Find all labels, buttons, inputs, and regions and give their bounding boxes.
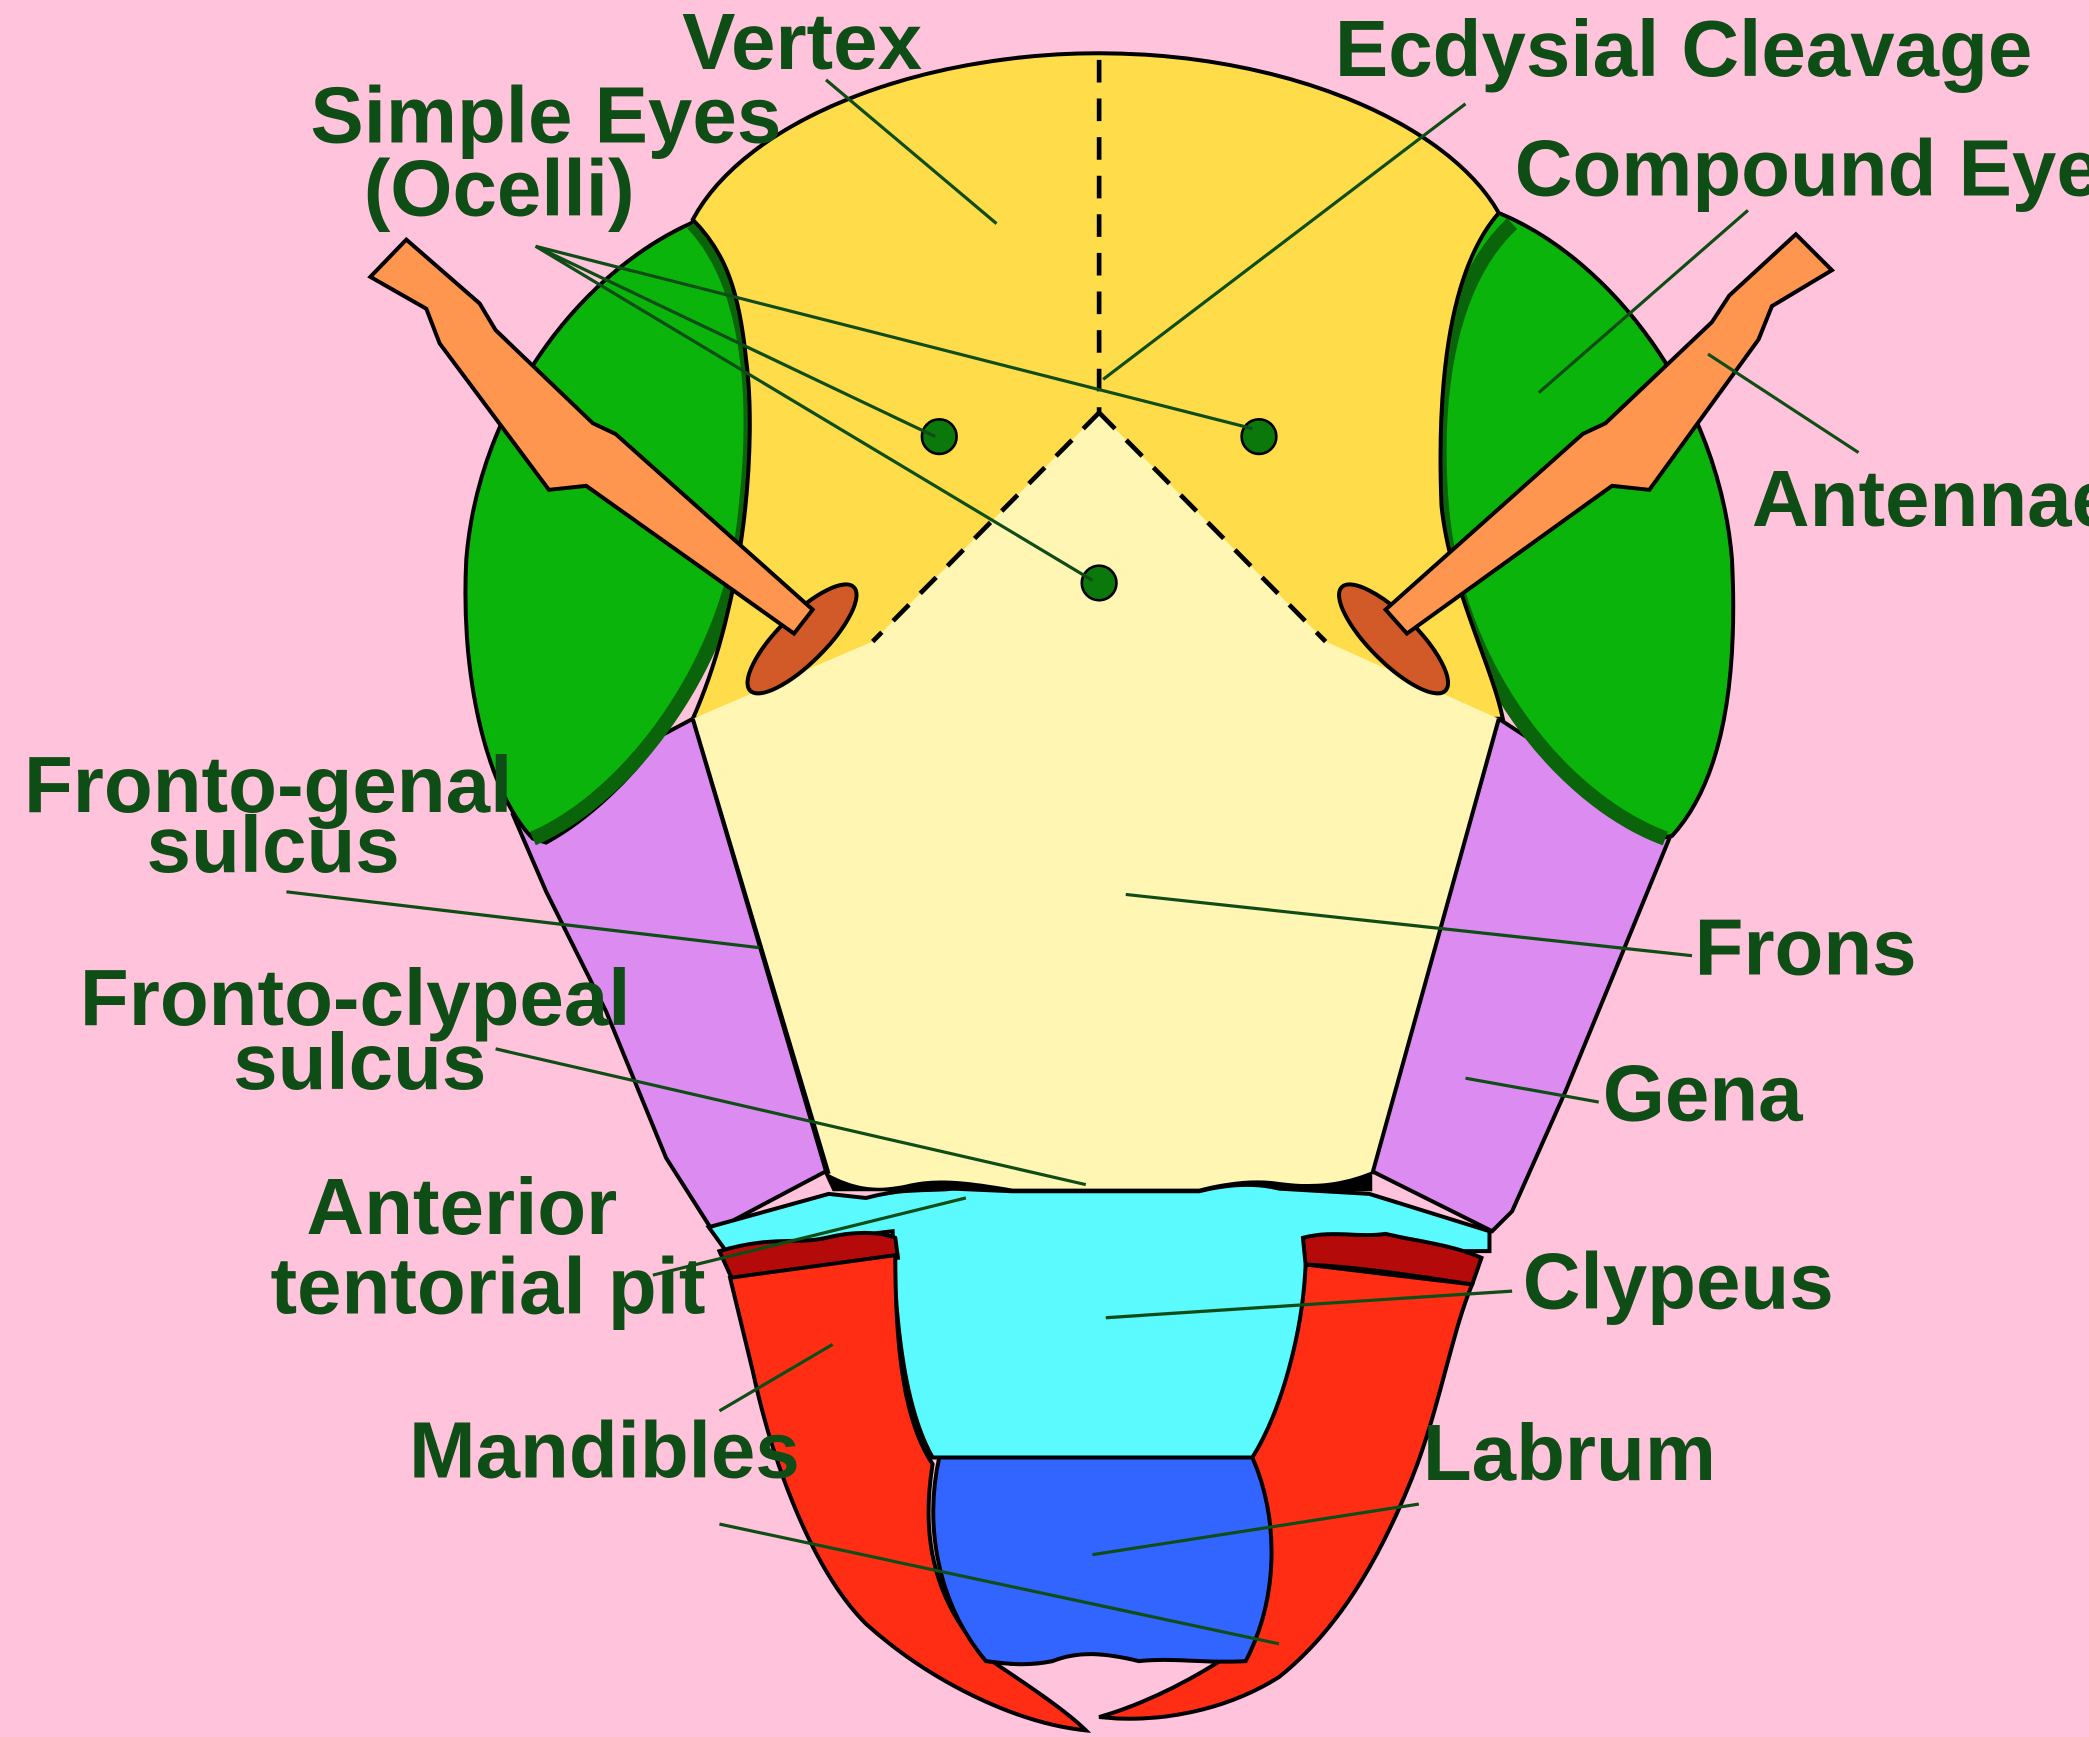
label-mandibles: Mandibles <box>409 1405 800 1494</box>
label-gena: Gena <box>1603 1049 1803 1138</box>
label-fronto-clypeal-line2: sulcus <box>233 1017 486 1106</box>
label-ecdysial-cleavage: Ecdysial Cleavage <box>1335 4 2032 93</box>
ocellus-right <box>1242 419 1277 454</box>
labrum-region <box>933 1457 1271 1664</box>
label-fronto-genal-line2: sulcus <box>147 800 400 889</box>
label-frons: Frons <box>1695 902 1917 991</box>
ocellus-median <box>1082 566 1117 601</box>
label-clypeus: Clypeus <box>1523 1236 1834 1325</box>
label-ocelli: (Ocelli) <box>364 144 635 233</box>
label-compound-eye: Compound Eye <box>1515 124 2089 213</box>
label-antennae: Antennae <box>1752 454 2089 543</box>
label-anterior-line2: tentorial pit <box>270 1242 705 1331</box>
ocellus-left <box>922 419 957 454</box>
label-anterior-line1: Anterior <box>306 1162 617 1251</box>
label-labrum: Labrum <box>1423 1408 1716 1497</box>
